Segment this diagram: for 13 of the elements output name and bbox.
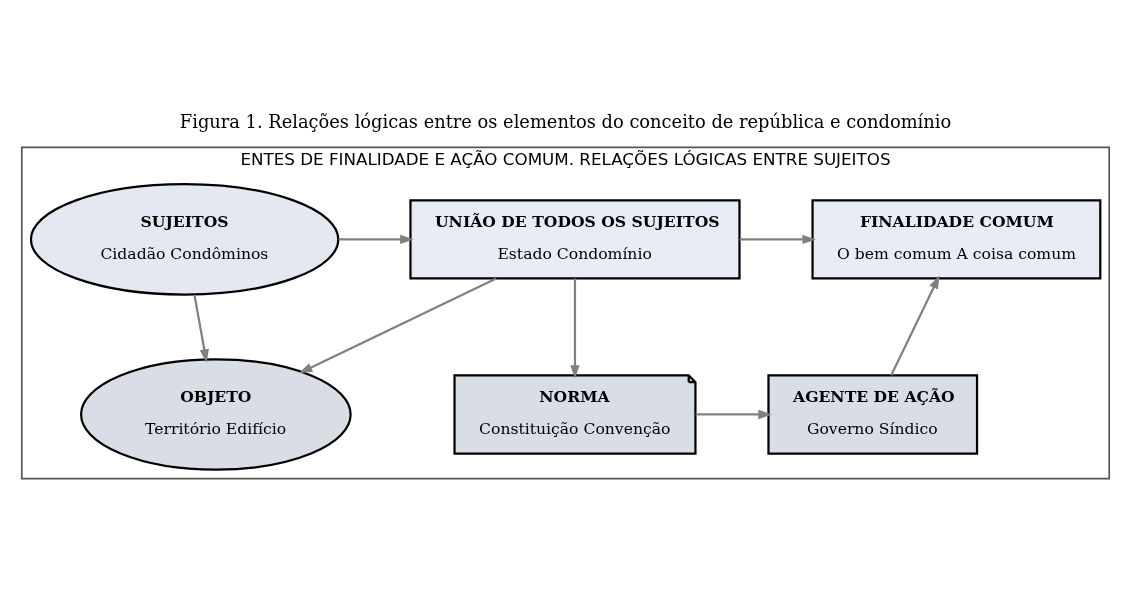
- arrow: [338, 234, 414, 244]
- node-box: UNIÃO DE TODOS OS SUJEITOS Estado Condomínio: [409, 198, 741, 280]
- node-ellipse: OBJETO Território Edifício: [79, 357, 352, 471]
- arrow: [570, 277, 580, 379]
- diagram-title: Figura 1. Relações lógicas entre os elementos do conceito de república e condomínio: [179, 110, 952, 132]
- arrow: [695, 409, 772, 419]
- node-ellipse: SUJEITOS Cidadão Condôminos: [29, 182, 340, 296]
- arrow: [739, 234, 816, 244]
- arrow: [193, 294, 209, 363]
- arrow: [890, 274, 940, 376]
- node-box: FINALIDADE COMUM O bem comum A coisa comum: [811, 198, 1102, 280]
- arrow: [299, 276, 497, 373]
- node-box: AGENTE DE AÇÃO Governo Síndico: [767, 373, 979, 455]
